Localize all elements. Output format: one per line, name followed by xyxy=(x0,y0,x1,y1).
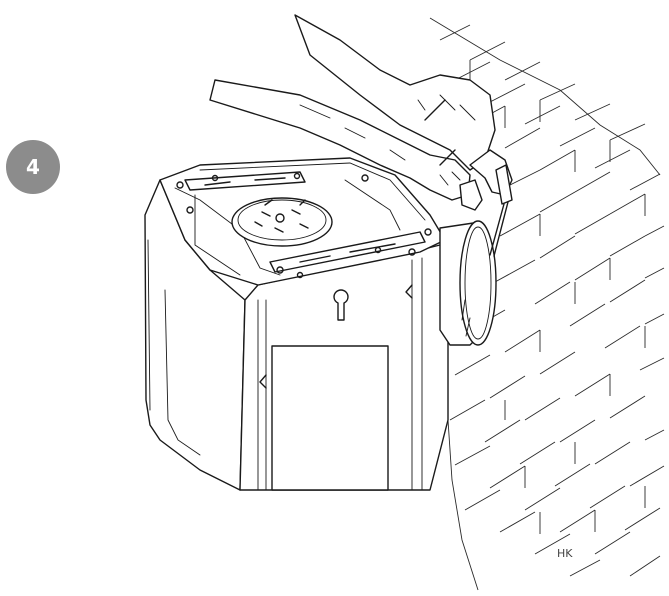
screw xyxy=(361,174,369,182)
screw xyxy=(276,266,284,274)
screw xyxy=(176,181,184,189)
step-number-badge: 4 xyxy=(6,140,60,194)
stove-top-plate xyxy=(159,157,446,286)
stove-door xyxy=(271,345,389,491)
screw xyxy=(293,172,301,180)
artist-signature: HK xyxy=(557,547,573,560)
wall-collar xyxy=(459,220,497,346)
screw xyxy=(408,248,416,256)
screw xyxy=(424,228,432,236)
installer-hands xyxy=(209,14,513,257)
step-number: 4 xyxy=(26,155,40,179)
brick-wall xyxy=(429,17,665,591)
screwdriver xyxy=(495,164,513,205)
screw xyxy=(374,246,382,254)
screw xyxy=(296,271,304,279)
stove-body xyxy=(144,179,449,491)
flue-pipe xyxy=(439,220,497,346)
screw xyxy=(211,174,219,182)
screw xyxy=(186,206,194,214)
keyhole-slot xyxy=(333,289,349,321)
